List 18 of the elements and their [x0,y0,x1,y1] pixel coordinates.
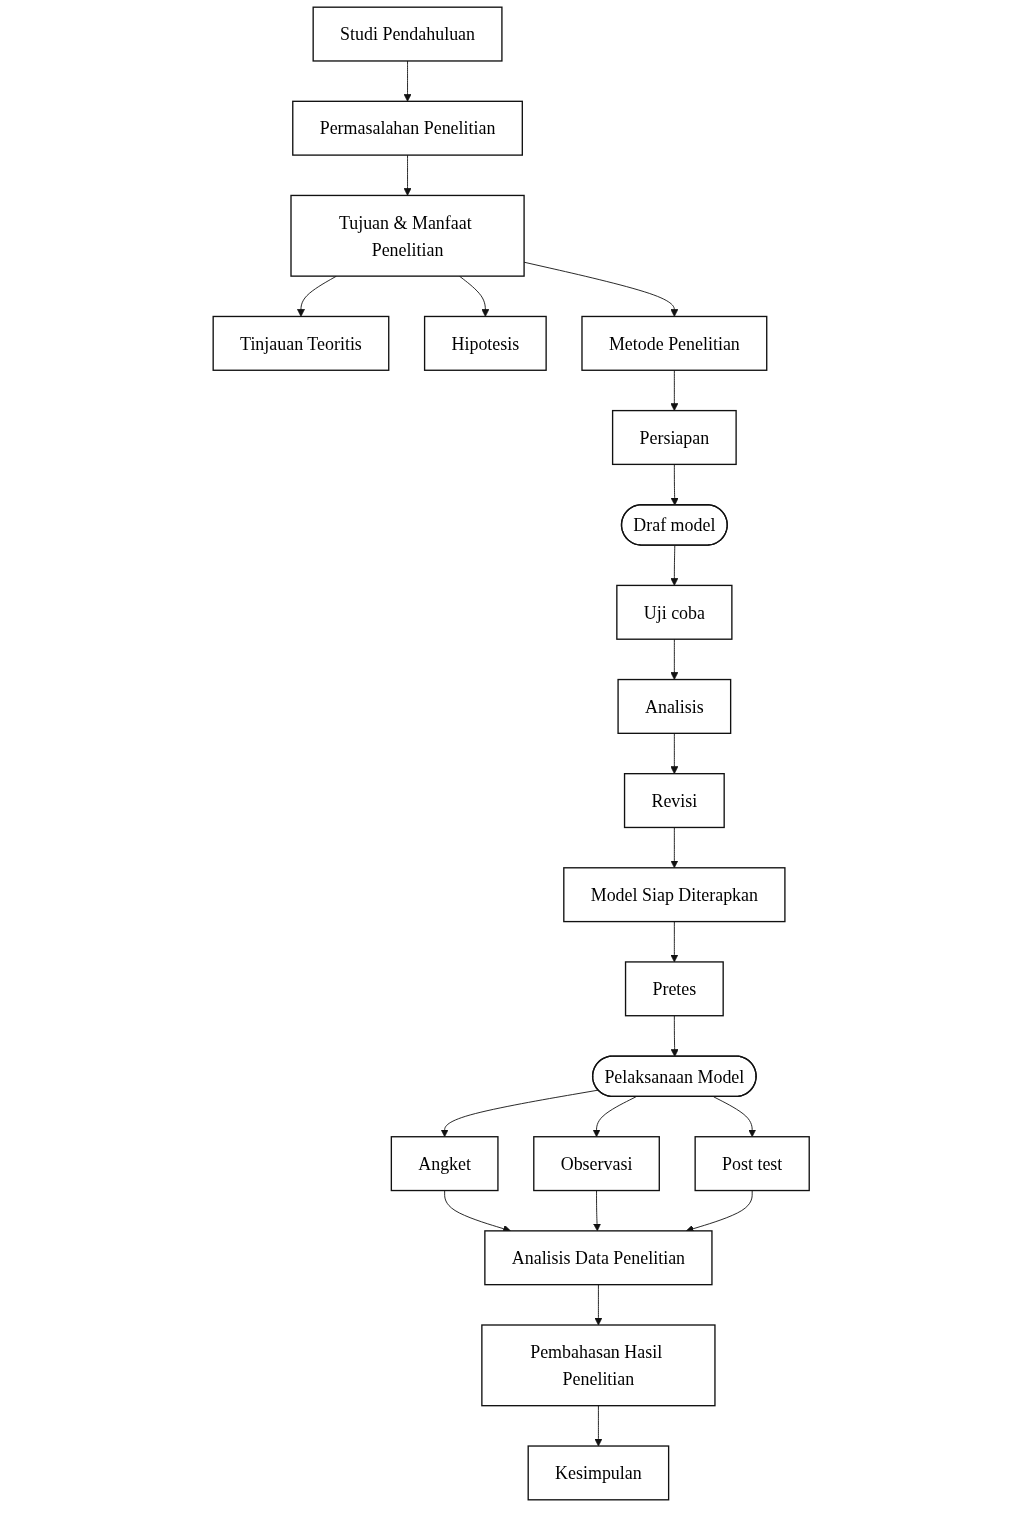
node-box: Metode Penelitian [581,315,768,371]
node-box: Studi Pendahuluan [312,6,503,62]
node-box: Pretes [625,961,725,1017]
node-box: Post test [694,1136,811,1192]
node-box: Revisi [624,773,726,829]
node-box: Analisis [617,678,732,734]
node-box: Kesimpulan [527,1445,670,1501]
node-box: Tujuan & Manfaat Penelitian [290,194,526,277]
node-box: Observasi [533,1136,661,1192]
node-box: Uji coba [616,584,733,640]
node-box: Tinjauan Teoritis [212,315,390,371]
node-box: Permasalahan Penelitian [292,100,524,156]
node-box: Pembahasan Hasil Penelitian [481,1324,716,1407]
node-box: Persiapan [612,409,738,466]
node-box: Analisis Data Penelitian [484,1230,713,1286]
node-box: Model Siap Diterapkan [563,867,786,923]
node-box: Hipotesis [424,315,548,371]
node-box: Angket [390,1136,499,1192]
